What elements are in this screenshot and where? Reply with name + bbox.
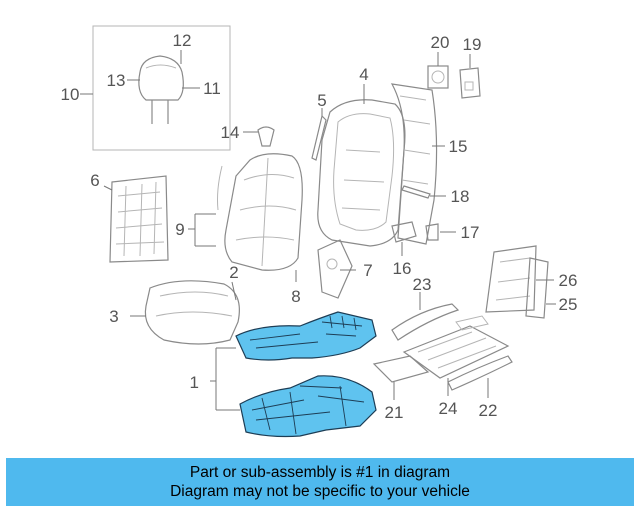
callout-25: 25 bbox=[559, 295, 578, 314]
callout-17: 17 bbox=[461, 223, 480, 242]
callout-9: 9 bbox=[175, 220, 184, 239]
parts-diagram: 1 2 3 4 5 6 7 8 9 10 11 12 13 14 15 16 1… bbox=[61, 25, 578, 438]
callout-19: 19 bbox=[463, 35, 482, 54]
spring-mat-part-6 bbox=[109, 175, 169, 263]
latch-part-16 bbox=[391, 221, 417, 243]
info-banner: Part or sub-assembly is #1 in diagram Di… bbox=[6, 458, 634, 506]
rod-part-5 bbox=[311, 114, 327, 161]
callout-3: 3 bbox=[109, 307, 118, 326]
callout-23: 23 bbox=[413, 275, 432, 294]
callout-22: 22 bbox=[479, 401, 498, 420]
callout-16: 16 bbox=[393, 259, 412, 278]
trim-part-23 bbox=[391, 303, 460, 341]
callout-12: 12 bbox=[173, 31, 192, 50]
bracket-part-19 bbox=[459, 67, 481, 99]
callout-5: 5 bbox=[317, 91, 326, 110]
recliner-part-7 bbox=[317, 239, 353, 299]
callout-26: 26 bbox=[559, 271, 578, 290]
clip-part-17 bbox=[425, 223, 439, 241]
callout-14: 14 bbox=[221, 123, 240, 142]
back-panel-part-15 bbox=[390, 83, 438, 245]
switch-part-20 bbox=[427, 65, 449, 89]
seat-back-cover bbox=[224, 153, 303, 271]
bar-part-18 bbox=[401, 185, 431, 199]
callout-15: 15 bbox=[449, 137, 468, 156]
headrest-inset bbox=[92, 25, 231, 151]
callout-10: 10 bbox=[61, 85, 80, 104]
callout-20: 20 bbox=[431, 33, 450, 52]
callout-8: 8 bbox=[291, 287, 300, 306]
seat-back-frame bbox=[317, 99, 406, 247]
callout-6: 6 bbox=[90, 171, 99, 190]
callout-11: 11 bbox=[203, 79, 221, 98]
cover-part-22 bbox=[447, 355, 513, 391]
banner-line-1: Part or sub-assembly is #1 in diagram bbox=[189, 464, 451, 481]
mat-part-24 bbox=[402, 315, 510, 379]
callout-1: 1 bbox=[190, 373, 199, 392]
callout-7: 7 bbox=[363, 261, 372, 280]
callout-18: 18 bbox=[451, 187, 470, 206]
seat-cushion-cover bbox=[144, 280, 240, 345]
callout-24: 24 bbox=[439, 399, 458, 418]
callout-2: 2 bbox=[229, 263, 238, 282]
callout-4: 4 bbox=[359, 65, 368, 84]
callout-21: 21 bbox=[385, 403, 404, 422]
banner-line-2: Diagram may not be specific to your vehi… bbox=[170, 483, 470, 500]
side-shield-part-26 bbox=[485, 245, 537, 313]
clip-part-14 bbox=[257, 126, 275, 147]
highlighted-seat-frame-assembly[interactable] bbox=[235, 311, 377, 438]
side-shield-part-25 bbox=[525, 257, 549, 319]
tray-part-21 bbox=[372, 355, 430, 383]
callout-13: 13 bbox=[107, 71, 126, 90]
